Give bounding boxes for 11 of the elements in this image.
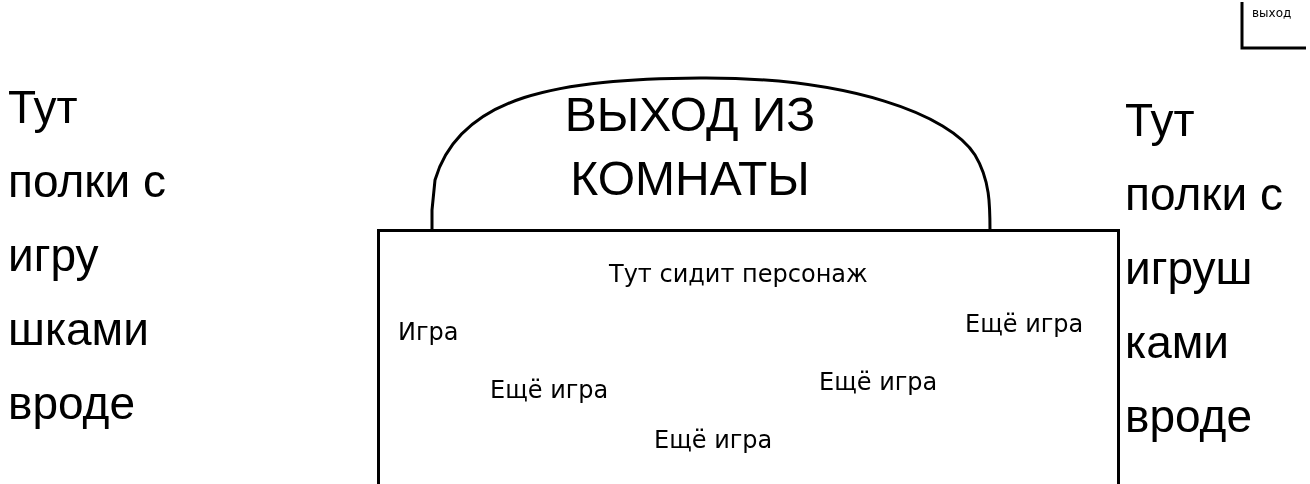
shelf-note: Тут полки с игру шками вроде [8,80,167,431]
game-label: Ещё игра [965,310,1084,338]
game-label: Ещё игра [654,426,773,454]
shelf-note: Тут полки с игруш ками вроде [1125,93,1284,444]
game-label: Игра [398,318,459,346]
exit-label: ВЫХОД ИЗ КОМНАТЫ [563,87,817,207]
room-outline [377,229,1120,484]
character-seat-note: Тут сидит персонаж [609,260,868,288]
game-label: Ещё игра [490,376,609,404]
exit-note: выход [1252,6,1292,20]
game-label: Ещё игра [819,368,938,396]
